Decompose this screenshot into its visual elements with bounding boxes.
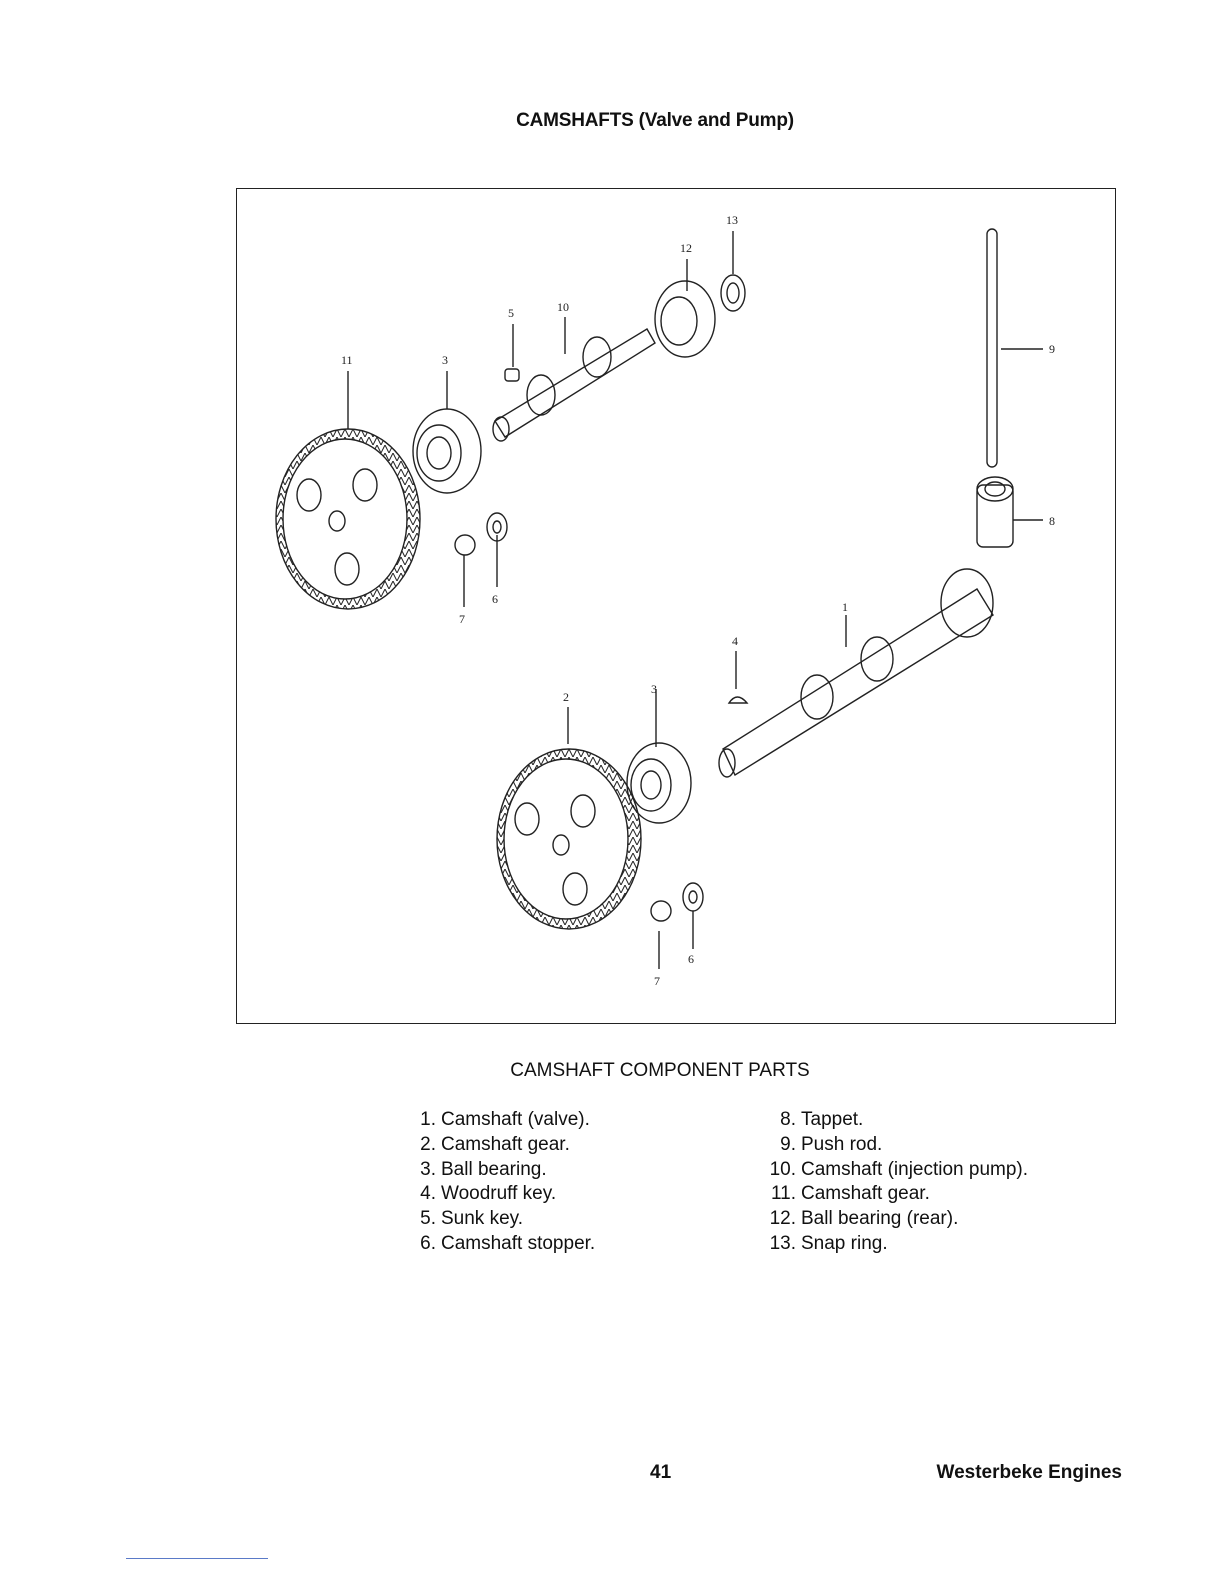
item-label: Push rod. (801, 1133, 883, 1155)
parts-column-left: 1.Camshaft (valve). 2.Camshaft gear. 3.B… (400, 1108, 730, 1257)
item-label: Ball bearing. (441, 1158, 547, 1180)
item-label: Camshaft gear. (441, 1133, 570, 1155)
item-label: Camshaft (valve). (441, 1109, 590, 1130)
callout-11: 11 (341, 353, 353, 367)
item-number: 2. (420, 1133, 436, 1155)
callout-3: 3 (442, 353, 448, 367)
camshaft-illustration: 11 3 5 10 12 13 9 8 6 7 1 4 2 3 6 7 (275, 213, 1055, 988)
list-item: 10.Camshaft (injection pump). (760, 1158, 1080, 1183)
item-number: 4. (420, 1183, 436, 1205)
item-number: 5. (420, 1208, 436, 1230)
list-item: 5.Sunk key. (400, 1207, 730, 1232)
item-number: 6. (420, 1232, 436, 1254)
callout-5: 5 (508, 306, 514, 320)
item-number: 8. (780, 1109, 796, 1130)
callout-6: 6 (492, 592, 498, 606)
list-item: 2.Camshaft gear. (400, 1133, 730, 1158)
list-item: 13.Snap ring. (760, 1232, 1080, 1257)
callout-3-lower: 3 (651, 682, 657, 696)
list-item: 4.Woodruff key. (400, 1182, 730, 1207)
list-item: 12.Ball bearing (rear). (760, 1207, 1080, 1232)
callout-7: 7 (459, 612, 465, 626)
item-number: 1. (420, 1109, 436, 1130)
item-label: Ball bearing (rear). (801, 1208, 959, 1230)
callout-1: 1 (842, 600, 848, 614)
item-label: Tappet. (801, 1109, 864, 1130)
list-item: 11.Camshaft gear. (760, 1182, 1080, 1207)
callout-6-lower: 6 (688, 952, 694, 966)
item-number: 13. (769, 1232, 796, 1254)
exploded-diagram: 11 3 5 10 12 13 9 8 6 7 1 4 2 3 6 7 (236, 188, 1116, 1024)
callout-9: 9 (1049, 342, 1055, 356)
callout-8: 8 (1049, 514, 1055, 528)
item-label: Sunk key. (441, 1208, 524, 1230)
item-number: 9. (780, 1133, 796, 1155)
parts-column-right: 8.Tappet. 9.Push rod. 10.Camshaft (injec… (760, 1108, 1080, 1257)
figure-caption: CAMSHAFT COMPONENT PARTS (510, 1060, 810, 1081)
item-number: 3. (420, 1158, 436, 1180)
footnote-divider (126, 1558, 268, 1559)
page-title: CAMSHAFTS (Valve and Pump) (516, 110, 794, 131)
brand-footer: Westerbeke Engines (936, 1462, 1122, 1483)
callout-12: 12 (680, 241, 692, 255)
callout-7-lower: 7 (654, 974, 660, 988)
callout-10: 10 (557, 300, 569, 314)
item-label: Woodruff key. (441, 1183, 557, 1205)
callout-2: 2 (563, 690, 569, 704)
list-item: 6.Camshaft stopper. (400, 1232, 730, 1257)
list-item: 3.Ball bearing. (400, 1158, 730, 1183)
callout-13: 13 (726, 213, 738, 227)
page-number: 41 (650, 1462, 672, 1483)
item-label: Snap ring. (801, 1232, 888, 1254)
item-label: Camshaft (injection pump). (801, 1158, 1029, 1180)
item-number: 12. (769, 1208, 796, 1230)
item-number: 10. (769, 1158, 796, 1180)
item-label: Camshaft gear. (801, 1183, 930, 1205)
list-item: 8.Tappet. (760, 1108, 1080, 1133)
list-item: 1.Camshaft (valve). (400, 1108, 730, 1133)
item-label: Camshaft stopper. (441, 1232, 596, 1254)
callout-4: 4 (732, 634, 738, 648)
list-item: 9.Push rod. (760, 1133, 1080, 1158)
item-number: 11. (770, 1183, 796, 1205)
